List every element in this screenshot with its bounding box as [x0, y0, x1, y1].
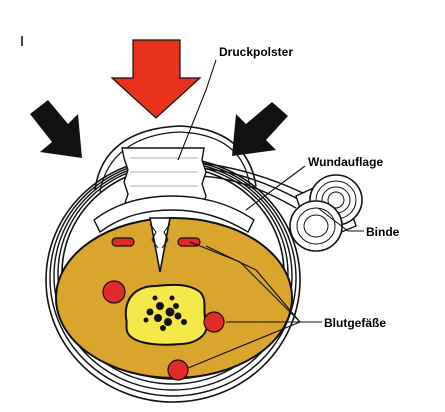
pressure-arrow-icon [112, 40, 200, 118]
label-blood-vessels: Blutgefäße [324, 316, 386, 330]
right-arrow-icon [232, 102, 288, 156]
bone [126, 285, 207, 345]
vessel-left [103, 281, 125, 303]
label-wound-dressing: Wundauflage [308, 155, 383, 169]
left-arrow-icon [30, 100, 82, 158]
label-bandage: Binde [366, 225, 400, 239]
vessel-right [204, 312, 224, 332]
bandage-roll-icon [290, 175, 362, 251]
vessel-compressed-left [112, 238, 134, 246]
label-pressure-pad: Druckpolster [219, 45, 293, 59]
vessel-bottom [168, 360, 188, 380]
corner-mark [21, 36, 23, 46]
